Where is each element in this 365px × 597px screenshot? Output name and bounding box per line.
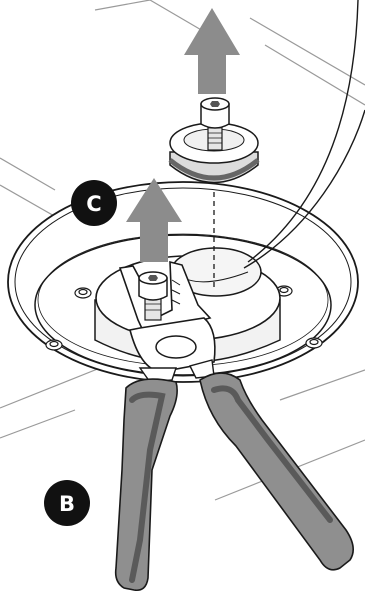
screw-left-icon (46, 340, 62, 350)
callout-label-c: C (86, 192, 101, 216)
callout-label-b: B (59, 492, 75, 516)
screw-far-left-icon (75, 288, 91, 298)
screw-far-right-icon (306, 338, 322, 348)
cap-with-screw (170, 98, 258, 183)
callout-badge-c: C (71, 180, 117, 226)
up-arrow-icon (184, 8, 240, 94)
callout-badge-b: B (44, 480, 90, 526)
